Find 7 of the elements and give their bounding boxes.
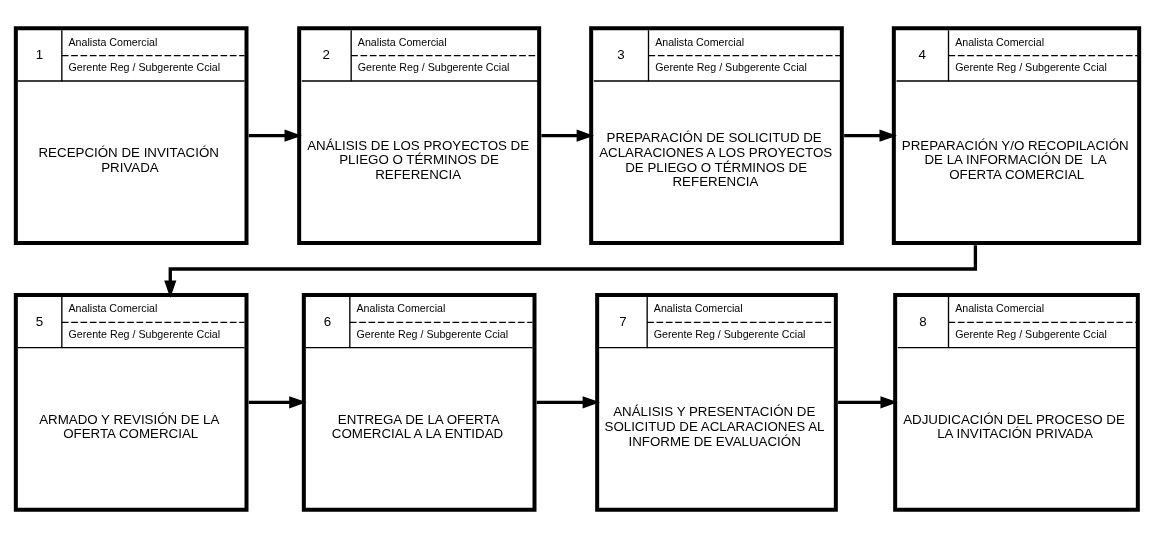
- arrow: [248, 129, 302, 142]
- arrow: [838, 395, 898, 408]
- arrow: [164, 244, 978, 298]
- arrow: [248, 395, 307, 408]
- arrow: [541, 129, 594, 142]
- arrow: [844, 129, 897, 142]
- arrow: [536, 395, 600, 408]
